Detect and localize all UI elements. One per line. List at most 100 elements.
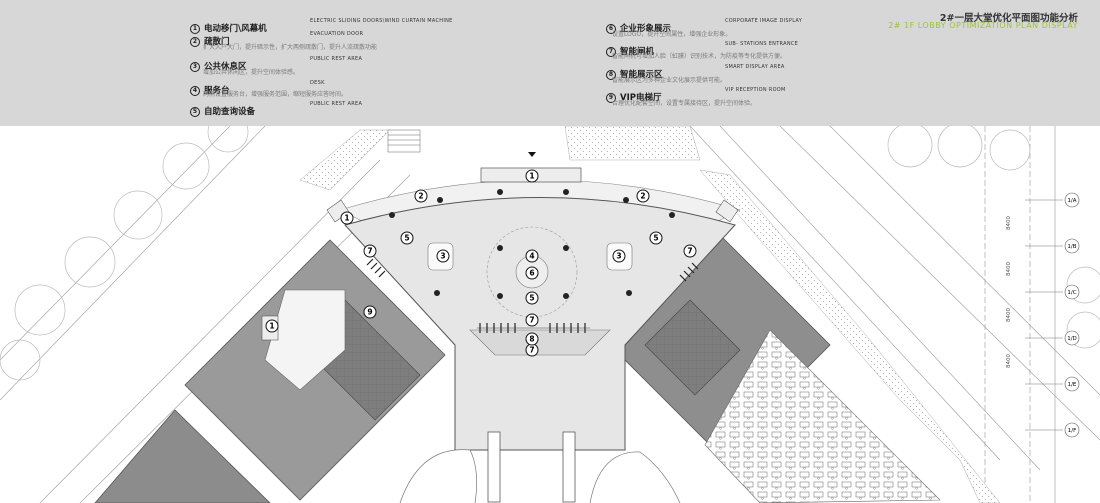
plan-marker-5: 5 (525, 291, 539, 305)
svg-text:1/C: 1/C (1067, 290, 1076, 296)
axis-bubble-1-E: 1/E (1025, 376, 1080, 392)
legend-item-9-desc: 合理优化配套空间，设置专属接待区，提升空间体验。 (612, 100, 757, 107)
plan-marker-7: 7 (683, 244, 697, 258)
plan-marker-9: 9 (363, 305, 377, 319)
svg-text:6: 6 (529, 269, 534, 278)
page-subtitle: 2# 1F LOBBY OPTIMIZATION PLAN DISPLAY (888, 21, 1078, 30)
floor-plan: 1 1 1 2 2 3 3 4 5 5 5 6 7 7 7 7 8 9 1/A 1/B 1/C 1/D 1/E 1/F 840… (0, 126, 1100, 503)
svg-text:5: 5 (653, 234, 658, 243)
svg-text:8: 8 (529, 335, 534, 344)
svg-text:2: 2 (418, 192, 423, 201)
plan-marker-1: 1 (525, 169, 539, 183)
svg-text:5: 5 (404, 234, 409, 243)
svg-text:1: 1 (269, 322, 274, 331)
escalator-left (487, 431, 501, 503)
turnstile-gates (366, 258, 699, 333)
svg-text:2: 2 (640, 192, 645, 201)
exterior-stair (387, 129, 421, 153)
legend-item-1-en: ELECTRIC SLIDING DOORS\WIND CURTAIN MACH… (310, 18, 453, 24)
legend-item-7-desc: 智能闸机可增加人脸（虹膜）识别技术，为防疫等专化提供方便。 (612, 53, 787, 60)
legend-item-3-en: PUBLIC REST AREA (310, 56, 363, 62)
plan-marker-4: 4 (525, 249, 539, 263)
north-arrow (528, 152, 536, 157)
drop-off-loop-right (589, 451, 681, 503)
legend-item-4-en: DESK (310, 80, 325, 86)
legend-item-9-en: VIP RECEPTION ROOM (725, 87, 786, 93)
plan-marker-2: 2 (636, 189, 650, 203)
plan-marker-5: 5 (400, 231, 414, 245)
side-entrance-right (715, 199, 739, 223)
axis-bubble-1-A: 1/A (1025, 192, 1080, 208)
axis-bubble-1-F: 1/F (1025, 422, 1080, 438)
legend-item-5-en: PUBLIC REST AREA (310, 101, 363, 107)
svg-text:7: 7 (367, 247, 372, 256)
plan-marker-5: 5 (649, 231, 663, 245)
tree-canopies (0, 126, 1100, 381)
svg-text:5: 5 (529, 294, 534, 303)
legend-item-8-desc: 智能展示区为多种企业文化展示提供可能。 (612, 77, 727, 84)
grid-axis: 1/A 1/B 1/C 1/D 1/E 1/F 8400 8400 8400 8400 (1006, 192, 1080, 438)
structural-columns (389, 189, 675, 299)
landscape-left (299, 129, 391, 191)
svg-text:1/D: 1/D (1067, 336, 1077, 342)
legend-item-6-desc: 设置LOGO，提升空间属性，增强企业形象。 (612, 31, 732, 38)
right-core (644, 299, 741, 396)
svg-text:1/A: 1/A (1067, 198, 1076, 204)
plan-marker-1: 1 (340, 211, 354, 225)
escalator-right (562, 431, 576, 503)
svg-text:4: 4 (529, 252, 534, 261)
plan-marker-1: 1 (265, 319, 279, 333)
legend-item-7-en: SUB- STATIONS ENTRANCE (725, 41, 799, 47)
function-markers: 1 1 1 2 2 3 3 4 5 5 5 6 7 7 7 7 8 9 (265, 169, 697, 357)
dimension-label: 8400 (1006, 308, 1012, 322)
left-lower-wing (94, 409, 271, 503)
dimension-label: 8400 (1006, 262, 1012, 276)
legend-item-6-en: CORPORATE IMAGE DISPLAY (725, 18, 803, 24)
dimension-label: 8400 (1006, 354, 1012, 368)
svg-text:1/B: 1/B (1067, 244, 1076, 250)
landscape-right (699, 169, 1001, 503)
plan-marker-7: 7 (363, 244, 377, 258)
legend-item-8-en: SMART DISPLAY AREA (725, 64, 785, 70)
plan-marker-6: 6 (525, 266, 539, 280)
legend-item-4-desc: 两侧设置服务台，增强服务范围，缩短服务应答时间。 (203, 91, 348, 98)
lobby-inner-platform (469, 329, 611, 356)
drop-off-loop-left (399, 449, 477, 503)
svg-text:3: 3 (440, 252, 445, 261)
plan-marker-3: 3 (612, 249, 626, 263)
vip-lounge (264, 289, 346, 391)
axis-bubble-1-C: 1/C (1025, 284, 1080, 300)
svg-text:3: 3 (616, 252, 621, 261)
svg-text:1: 1 (529, 172, 534, 181)
plan-marker-7: 7 (525, 313, 539, 327)
plan-marker-8: 8 (525, 332, 539, 346)
legend-item-2-desc: 扩大入户大门，提升暗示性，扩大两侧疏散门，提升人流疏散功能 (203, 44, 378, 51)
svg-text:7: 7 (529, 346, 534, 355)
svg-text:7: 7 (529, 316, 534, 325)
axis-bubble-1-B: 1/B (1025, 238, 1080, 254)
plan-marker-2: 2 (414, 189, 428, 203)
svg-text:1/E: 1/E (1068, 382, 1077, 388)
legend-item-2-en: EVACUATION DOOR (310, 31, 364, 37)
axis-bubble-1-D: 1/D (1025, 330, 1080, 346)
landscape-top (564, 126, 701, 161)
open-office (704, 329, 941, 503)
svg-text:1: 1 (344, 214, 349, 223)
svg-text:9: 9 (367, 308, 372, 317)
svg-text:1/F: 1/F (1068, 428, 1077, 434)
page-title: 2#一层大堂优化平面图功能分析 (939, 13, 1078, 24)
plan-marker-7: 7 (525, 343, 539, 357)
svg-text:7: 7 (687, 247, 692, 256)
legend-item-3-desc: 增加公共休闲区，提升空间体验感。 (203, 69, 300, 76)
dimension-label: 8400 (1006, 216, 1012, 230)
